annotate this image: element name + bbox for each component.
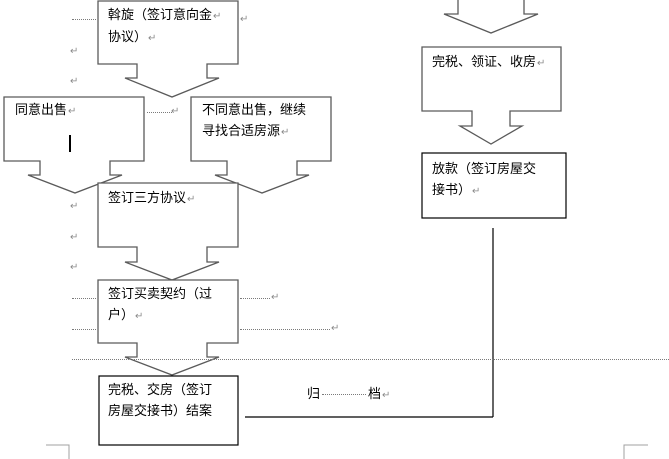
text-cursor [69,135,71,152]
paragraph-mark: ↵ [240,14,249,25]
dotted-leader [240,329,330,330]
paragraph-mark: ↵ [148,33,157,44]
step-text-line: 接书） [432,183,472,198]
step-text-line: 完税、交房（签订 [108,383,213,398]
step-text-line: 签订买卖契约（过 [108,287,213,302]
box-loan [421,152,567,219]
dotted-leader [72,19,96,20]
step-handover-text[interactable]: 完税、交房（签订 房屋交接书）结案 [108,380,212,422]
dotted-leader [72,329,96,330]
dotted-leader [240,298,270,299]
dotted-leader [72,359,669,360]
step-text-line: 寻找合适房源 [202,124,281,139]
archive-char-2: 档 [368,387,382,402]
dotted-leader [72,298,96,299]
paragraph-mark: ↵ [70,232,79,243]
step-text-line: 协议） [108,30,148,45]
paragraph-mark: ↵ [70,262,79,273]
box-disagree-callout [190,96,332,194]
paragraph-mark: ↵ [171,106,180,117]
step-text-line: 完税、领证、收房 [432,55,537,70]
dotted-leader [147,112,172,113]
step-tax-cert-text[interactable]: 完税、领证、收房↵ [432,52,545,74]
step-text-line: 同意出售 [15,103,68,118]
paragraph-mark: ↵ [68,106,77,117]
archive-char-1: 归 [307,387,321,402]
step-contract-text[interactable]: 签订买卖契约（过 户）↵ [108,284,212,327]
paragraph-mark: ↵ [271,292,280,303]
box-handover [98,375,239,446]
step-text-line: 房屋交接书）结案 [108,404,213,419]
paragraph-mark: ↵ [537,58,546,69]
box-contract-callout [97,279,239,376]
step-disagree-text[interactable]: 不同意出售，继续 寻找合适房源↵ [202,100,306,143]
box-tripartite-callout [97,182,239,281]
arrow-top-right [443,0,539,34]
step-text-line: 放款（签订房屋交 [432,162,537,177]
step-text-line: 斡旋（签订意向金 [108,8,213,23]
paragraph-mark: ↵ [70,76,79,87]
paragraph-mark: ↵ [70,201,79,212]
paragraph-mark: ↵ [281,127,290,138]
paragraph-mark: ↵ [331,323,340,334]
step-text-line: 不同意出售，继续 [202,103,307,118]
paragraph-mark: ↵ [472,186,481,197]
page-corner-mark-right [623,444,648,459]
dotted-leader [322,394,367,395]
page-corner-mark-left [46,444,70,459]
step-agree-text[interactable]: 同意出售↵ [15,100,76,122]
paragraph-mark: ↵ [187,194,196,205]
step-text-line: 签订三方协议 [108,191,187,206]
box-negotiate-callout [97,0,239,98]
paragraph-mark: ↵ [70,46,79,57]
paragraph-mark: ↵ [135,311,144,322]
step-tripartite-text[interactable]: 签订三方协议↵ [108,188,195,210]
step-text-line: 户） [108,308,135,323]
paragraph-mark: ↵ [213,11,222,22]
step-loan-text[interactable]: 放款（签订房屋交 接书）↵ [432,159,536,202]
box-tax-cert-callout [421,46,562,145]
paragraph-mark: ↵ [382,390,391,401]
step-negotiate-text[interactable]: 斡旋（签订意向金↵ 协议）↵ [108,5,221,49]
archive-label[interactable]: 归 档↵ [307,383,390,402]
